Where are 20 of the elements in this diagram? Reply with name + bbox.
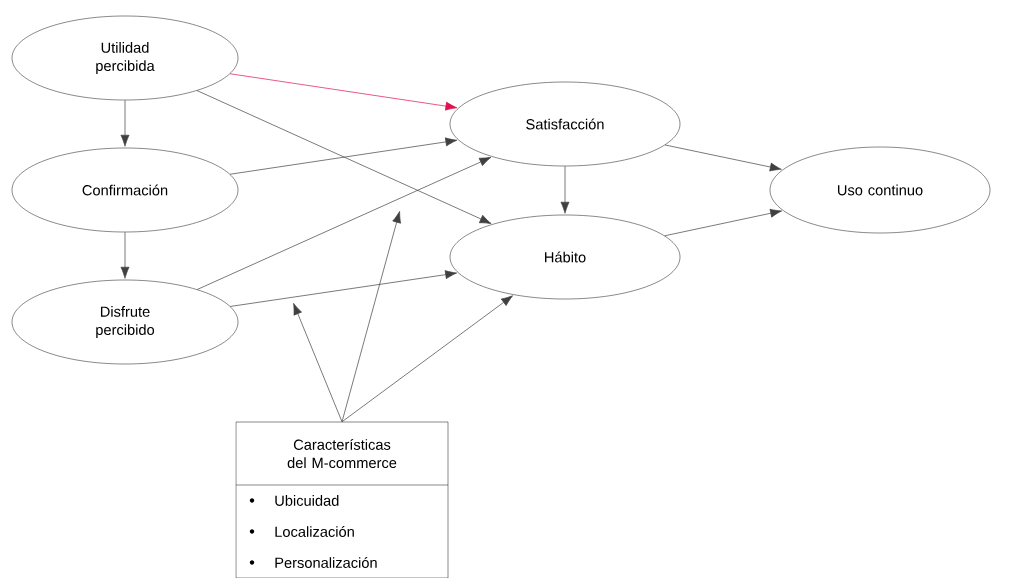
ellipse-node: Confirmación <box>11 147 239 233</box>
ellipse-node: Hábito <box>449 214 681 300</box>
ellipse-node: Satisfacción <box>449 81 681 167</box>
arrow <box>229 137 458 175</box>
ellipse-node: Disfrute percibido <box>11 279 239 365</box>
arrow <box>229 73 458 111</box>
arrow <box>196 90 492 224</box>
arrow <box>341 211 401 423</box>
arrow <box>196 157 492 290</box>
arrow <box>120 231 130 279</box>
arrow <box>229 270 457 307</box>
arrow <box>560 165 570 214</box>
arrow <box>293 303 343 423</box>
arrow <box>664 144 782 172</box>
ellipse-node: Uso continuo <box>769 146 991 234</box>
arrow <box>341 295 513 423</box>
list-box: Características del M-commerce Ubicuidad Localización Personalización <box>235 421 449 578</box>
arrow <box>664 208 782 237</box>
ellipse-node: Utilidad percibida <box>11 15 239 101</box>
arrow <box>120 99 130 147</box>
